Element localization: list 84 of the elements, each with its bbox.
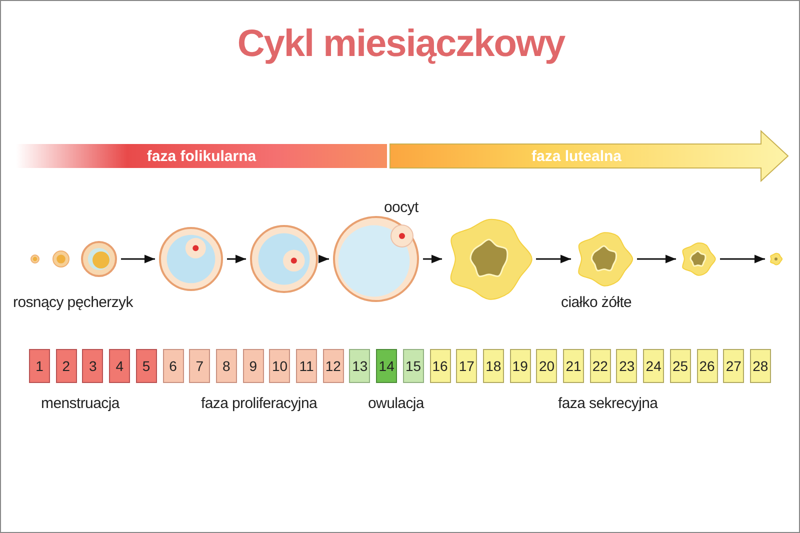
title: Cykl miesiączkowy (236, 23, 566, 66)
arrow (318, 254, 329, 264)
day-number: 4 (116, 358, 124, 374)
follicle-drawing (82, 242, 116, 276)
phase-label: faza lutealna (531, 148, 622, 164)
day-box (82, 349, 104, 383)
day-box (696, 349, 718, 383)
day-box (29, 349, 50, 383)
day-number: 17 (458, 358, 474, 374)
day-number: 24 (646, 358, 662, 374)
day-box (136, 349, 157, 383)
day-box (510, 349, 531, 383)
arrow (637, 254, 676, 264)
day-number: 28 (752, 358, 768, 374)
day-box (349, 349, 370, 383)
day-box (269, 349, 290, 383)
day-number: 10 (272, 358, 288, 374)
day-box (643, 349, 664, 383)
day-box (376, 349, 398, 383)
day-box (430, 349, 450, 383)
day-number: 19 (512, 358, 528, 374)
day-number: 12 (325, 358, 341, 374)
follicle-drawing (31, 255, 39, 263)
follicle-drawing (53, 251, 69, 267)
day-box (322, 349, 344, 383)
day-number: 22 (592, 358, 608, 374)
part-label: ciałko żółte (561, 294, 632, 311)
phase-label: faza proliferacyjna (201, 395, 318, 412)
day-number: 8 (222, 358, 230, 374)
day-number: 23 (619, 358, 635, 374)
day-number: 11 (299, 358, 314, 374)
arrow (536, 254, 571, 264)
day-number: 20 (539, 358, 555, 374)
day-number: 13 (352, 358, 368, 374)
arrow (423, 254, 442, 264)
phase-label: menstruacja (41, 395, 120, 412)
day-box (56, 349, 77, 383)
day-number: 26 (699, 358, 715, 374)
follicle-drawing (251, 226, 317, 292)
corpus-luteum-drawing (576, 231, 632, 287)
day-box (216, 349, 237, 383)
arrow (227, 254, 246, 264)
follicle-drawing (334, 217, 418, 301)
day-box (296, 349, 317, 383)
day-box (242, 349, 264, 383)
day-box (750, 349, 771, 383)
part-label: oocyt (384, 199, 418, 216)
day-number: 16 (432, 358, 448, 374)
corpus-luteum-drawing (770, 253, 782, 265)
day-box (189, 349, 210, 383)
corpus-luteum-drawing (681, 242, 715, 276)
phase-band (16, 144, 387, 168)
part-label: rosnący pęcherzyk (13, 294, 133, 311)
phase-label: faza folikularna (146, 148, 256, 164)
day-box (402, 349, 424, 383)
day-number: 3 (88, 358, 97, 374)
day-box (590, 349, 611, 383)
day-box (162, 349, 184, 383)
phase-label: owulacja (368, 395, 424, 412)
day-number: 2 (62, 358, 70, 374)
day-box (563, 349, 584, 383)
day-box (616, 349, 638, 383)
day-number: 9 (249, 358, 257, 374)
day-box (482, 349, 504, 383)
day-number: 25 (672, 358, 688, 374)
day-number: 14 (378, 358, 394, 374)
follicle-drawing (160, 228, 222, 290)
day-box (670, 349, 691, 383)
day-number: 7 (196, 358, 204, 374)
day-number: 6 (169, 358, 177, 374)
day-number: 21 (566, 358, 582, 374)
day-box (723, 349, 744, 383)
day-box (109, 349, 130, 383)
day-number: 5 (142, 358, 150, 374)
phase-arrow (390, 131, 788, 181)
day-number: 1 (36, 358, 44, 374)
arrow (720, 254, 765, 264)
day-number: 27 (726, 358, 742, 374)
phase-label: faza sekrecyjna (558, 395, 658, 412)
day-number: 18 (486, 358, 502, 374)
day-box (456, 349, 478, 383)
arrow (121, 254, 155, 264)
day-number: 15 (406, 358, 422, 374)
day-box (536, 349, 558, 383)
